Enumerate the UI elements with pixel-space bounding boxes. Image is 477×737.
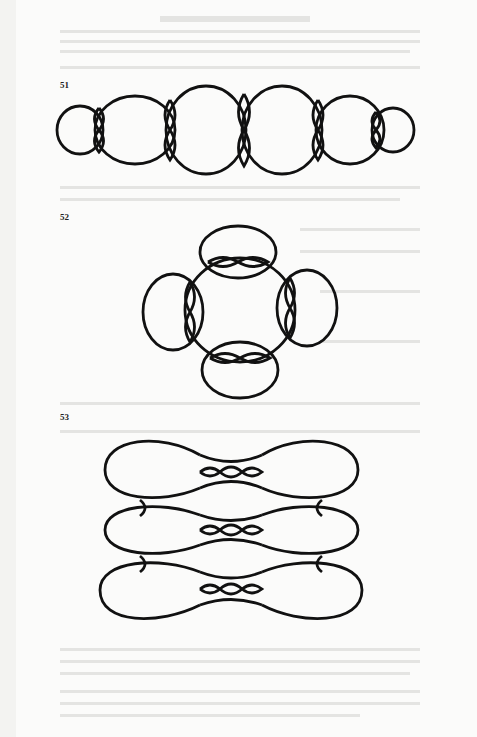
figure-number: 52 <box>60 212 69 222</box>
figure-number: 53 <box>60 412 69 422</box>
figure-51 <box>57 86 414 174</box>
blurred-text <box>60 16 420 717</box>
figure-53 <box>100 441 362 618</box>
figure-52 <box>143 226 337 398</box>
figure-number: 51 <box>60 80 69 90</box>
